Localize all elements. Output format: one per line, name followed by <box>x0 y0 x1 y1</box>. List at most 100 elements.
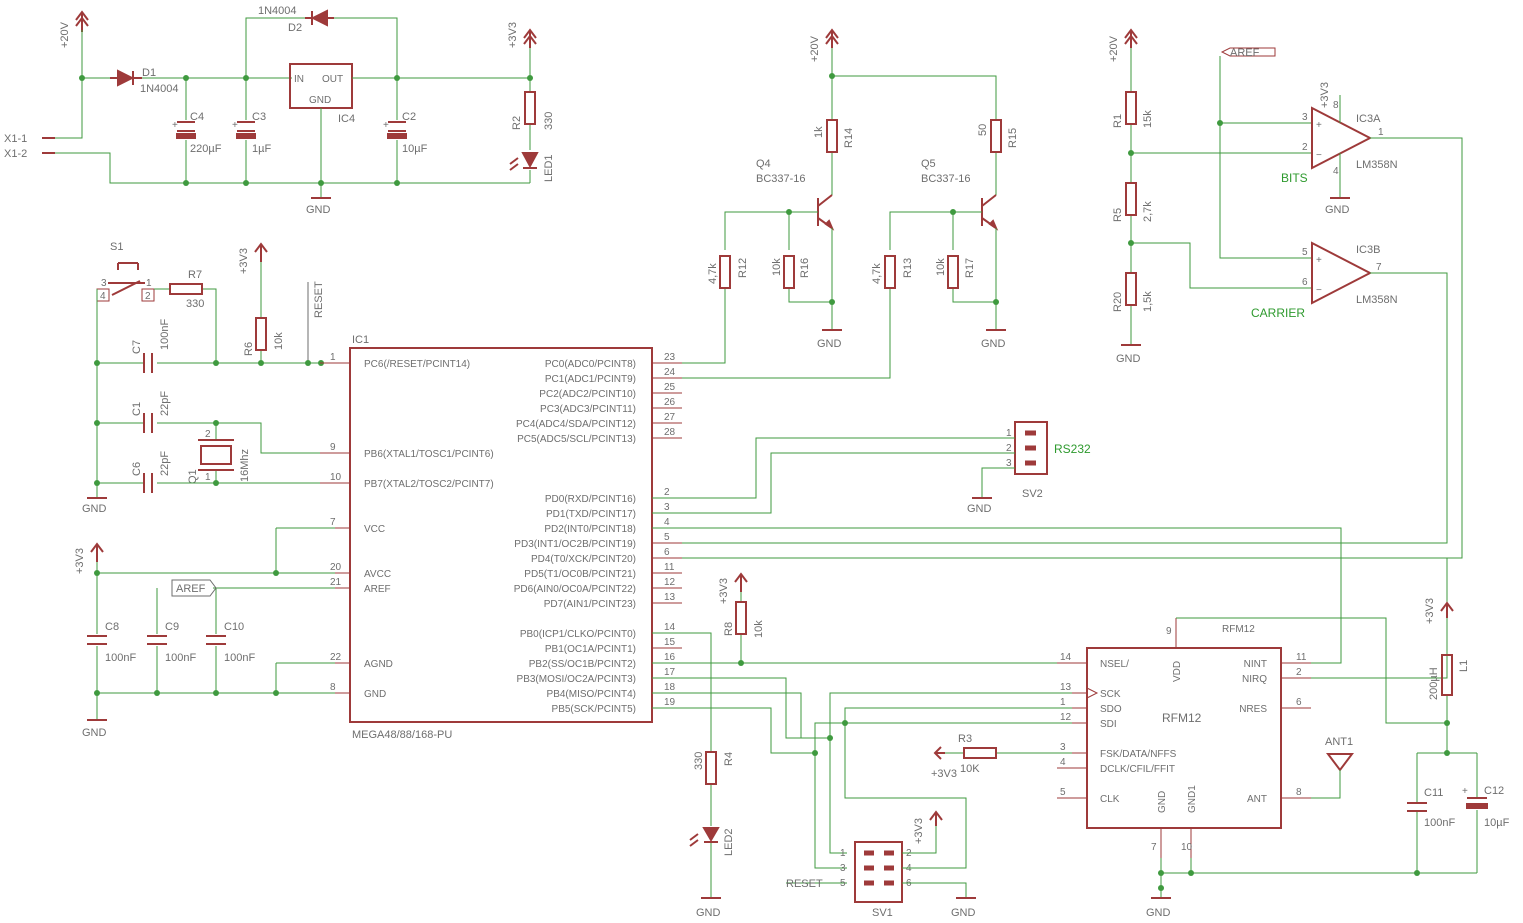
s1-ref: S1 <box>110 241 123 253</box>
ic4-in: IN <box>294 74 304 85</box>
r20-resistor <box>1125 272 1137 306</box>
c4-ref: C4 <box>190 111 204 123</box>
gnd-label-sv1: GND <box>951 907 976 919</box>
rf-supply-filter: +3V3 200µH L1 C11 100nF + C12 10µF <box>1407 598 1510 876</box>
gnd-label-ic3a: GND <box>1325 204 1350 216</box>
mcu-pin-number: 1 <box>330 352 336 363</box>
rfm12-pin-number: 8 <box>1296 787 1302 798</box>
mcu-pin-number: 8 <box>330 682 336 693</box>
r4-resistor <box>705 751 717 785</box>
s1-pin2: 2 <box>145 291 151 302</box>
mcu-pin-name: PB6(XTAL1/TOSC1/PCINT6) <box>364 449 494 460</box>
mcu-pin-number: 28 <box>664 427 676 438</box>
v3v3-arrow-icon-avcc <box>90 542 104 562</box>
ic4-gnd: GND <box>309 95 331 106</box>
gnd-label-q5: GND <box>981 338 1006 350</box>
ic3a-pin3: 3 <box>1302 112 1308 123</box>
c3-ref: C3 <box>252 111 266 123</box>
c11-value: 100nF <box>1424 817 1455 829</box>
r13-value: 4,7k <box>871 263 883 284</box>
x1-2-label: X1-2 <box>4 148 27 160</box>
r20-ref: R20 <box>1112 292 1124 312</box>
rfm12-pin-name: CLK <box>1100 794 1120 805</box>
mcu-pin-name: AVCC <box>364 569 391 580</box>
r16-resistor <box>783 255 795 289</box>
r1-value: 15k <box>1142 110 1154 128</box>
r6-ref: R6 <box>243 342 255 356</box>
mcu-pin-number: 4 <box>664 517 670 528</box>
r17-value: 10k <box>935 258 947 276</box>
gnd-label-led2: GND <box>696 907 721 919</box>
rfm12-vdd-num: 9 <box>1166 626 1172 637</box>
mcu-pin-number: 14 <box>664 622 676 633</box>
rfm12-pin-number: 13 <box>1060 682 1072 693</box>
d2-diode-icon <box>310 9 328 27</box>
rfm12-body <box>1086 647 1282 829</box>
c11-cap-icon <box>1407 802 1427 812</box>
mcu-pin-number: 27 <box>664 412 676 423</box>
gnd-label-xtal: GND <box>82 503 107 515</box>
mcu-right-pins: 23PC0(ADC0/PCINT8)24PC1(ADC1/PCINT9)25PC… <box>514 352 890 715</box>
mcu-pin-name: PC0(ADC0/PCINT8) <box>545 359 636 370</box>
gnd-label-q4: GND <box>817 338 842 350</box>
svg-text:+: + <box>1316 120 1322 131</box>
ic3a-net: BITS <box>1281 171 1308 185</box>
v3v3-arrow-icon-l1 <box>1440 601 1454 618</box>
r8-value: 10k <box>753 620 765 638</box>
opamp-section: +20V R1 15k R5 2,7k R20 1,5k GND AREF + … <box>652 28 1463 559</box>
reset-crystal-section: S1 3 4 1 2 R7 330 +3V3 R6 10k RESET C7 1… <box>82 241 335 515</box>
rfm12-gnd1-name: GND1 <box>1187 785 1198 813</box>
c7-value: 100nF <box>159 319 171 350</box>
ant1-ref: ANT1 <box>1325 736 1353 748</box>
c1-cap-icon <box>143 413 153 433</box>
mcu-pin-name: PC3(ADC3/PCINT11) <box>540 404 636 415</box>
r14-resistor <box>826 119 838 153</box>
r3-resistor <box>963 747 997 759</box>
ic3b-net: CARRIER <box>1251 306 1305 320</box>
r17-ref: R17 <box>964 258 976 278</box>
mcu-pin-name: PC6(/RESET/PCINT14) <box>364 359 470 370</box>
mcu-left-pins: 1PC6(/RESET/PCINT14)9PB6(XTAL1/TOSC1/PCI… <box>320 352 494 700</box>
s1-switch-icon <box>108 262 145 296</box>
rfm12-ref: RFM12 <box>1222 624 1255 635</box>
mcu-pin-number: 22 <box>330 652 342 663</box>
sv1-body <box>854 841 903 903</box>
rfm12-pin-name: NRES <box>1239 704 1267 715</box>
c9-ref: C9 <box>165 621 179 633</box>
v20-arrow-icon-3 <box>1124 28 1138 48</box>
ic3a-opamp-icon <box>1311 106 1373 170</box>
v3v3-arrow-icon-r8 <box>734 572 748 592</box>
sv1-reset-label: RESET <box>786 878 823 890</box>
svg-text:+: + <box>172 120 178 131</box>
mcu-pin-name: PB5(SCK/PCINT5) <box>552 704 636 715</box>
gnd-label-decoupling: GND <box>82 727 107 739</box>
svg-text:+: + <box>1462 786 1468 797</box>
mcu-pin-name: PB3(MOSI/OC2A/PCINT3) <box>517 674 636 685</box>
mcu-pin-name: PD1(TXD/PCINT17) <box>546 509 636 520</box>
rfm12-gnd-num: 7 <box>1151 842 1157 853</box>
mcu-pin-number: 7 <box>330 517 336 528</box>
ic3b-pin6: 6 <box>1302 277 1308 288</box>
rfm12-pin-number: 3 <box>1060 742 1066 753</box>
sv2-pin3: 3 <box>1006 458 1012 469</box>
mcu-pin-name: PD4(T0/XCK/PCINT20) <box>531 554 636 565</box>
c3-value: 1µF <box>252 143 271 155</box>
r12-ref: R12 <box>737 258 749 278</box>
mcu-pin-name: PC5(ADC5/SCL/PCINT13) <box>517 434 636 445</box>
aref-flag-mcu-label: AREF <box>176 583 206 595</box>
r15-value: 50 <box>977 124 989 136</box>
mcu-pin-name: PD5(T1/OC0B/PCINT21) <box>524 569 636 580</box>
mcu-pin-number: 5 <box>664 532 670 543</box>
r2-value: 330 <box>543 112 555 130</box>
gnd-label-r20: GND <box>1116 353 1141 365</box>
antenna-icon <box>1326 753 1354 772</box>
c1-value: 22pF <box>159 391 171 416</box>
rfm12-pin-number: 14 <box>1060 652 1072 663</box>
mcu-pin-number: 23 <box>664 352 676 363</box>
v3v3-label-l1: +3V3 <box>1424 598 1436 624</box>
q1-ref: Q1 <box>187 469 199 484</box>
mcu-pin-number: 3 <box>664 502 670 513</box>
mcu-pin-number: 10 <box>330 472 342 483</box>
rfm12-pin-number: 11 <box>1296 652 1307 663</box>
mcu-pin-number: 12 <box>664 577 676 588</box>
